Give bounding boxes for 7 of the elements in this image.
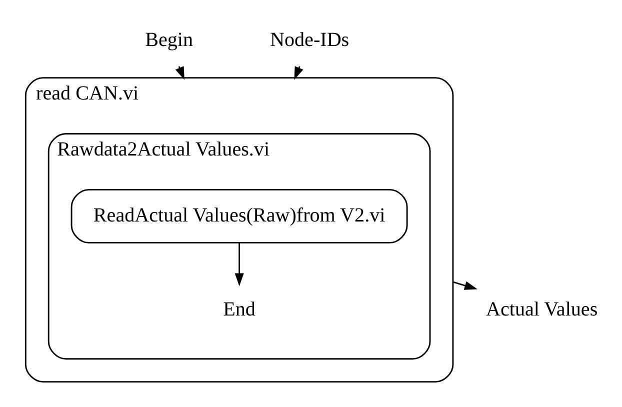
arrow [234,242,244,286]
node-text: Actual Values [486,298,598,320]
arrow [452,280,478,290]
node-box: ReadActual Values(Raw)from V2.vi [70,188,408,243]
node-text: End [223,298,256,320]
node-text: Node-IDs [270,28,350,50]
node-text: Begin [145,28,194,50]
